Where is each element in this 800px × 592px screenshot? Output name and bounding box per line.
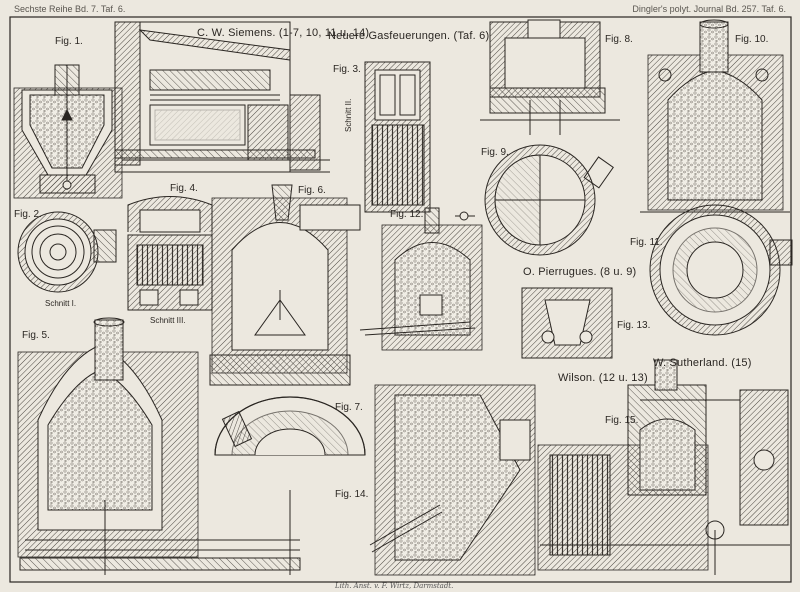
fig15-drawing [537, 359, 790, 575]
fig10-drawing [640, 19, 790, 213]
fig11-drawing [649, 204, 793, 336]
header-journal: Dingler's polyt. Journal Bd. 257. Taf. 6… [632, 4, 786, 14]
fig1-drawing [13, 64, 123, 199]
fig-label-13: Fig. 13. [617, 320, 651, 331]
fig5-drawing [17, 317, 301, 575]
fig-label-12: Fig. 12. [390, 209, 424, 220]
lithographer-credit: Lith. Anst. v. F. Wirtz, Darmstadt. [335, 582, 454, 590]
fig9-drawing [484, 144, 614, 256]
caption-schnitt-2: Schnitt II. [344, 98, 353, 132]
title-pierrugues: O. Pierrugues. (8 u. 9) [523, 266, 637, 278]
fig6-drawing [209, 184, 361, 386]
fig-label-3: Fig. 3. [333, 64, 361, 75]
header-series: Sechste Reihe Bd. 7. Taf. 6. [14, 4, 126, 14]
fig-label-10: Fig. 10. [735, 34, 769, 45]
fig12-drawing [359, 207, 483, 351]
title-sutherland: W. Sutherland. (15) [653, 357, 752, 369]
caption-schnitt-1: Schnitt I. [45, 299, 77, 308]
fig8-drawing [480, 19, 620, 135]
fig-label-15: Fig. 15. [605, 415, 639, 426]
fig-label-6: Fig. 6. [298, 185, 326, 196]
fig7-drawing [214, 396, 366, 456]
fig-label-4: Fig. 4. [170, 183, 198, 194]
title-main: Neuere Gasfeuerungen. (Taf. 6) [328, 30, 490, 42]
fig-label-2: Fig. 2. [14, 209, 42, 220]
fig-label-11: Fig. 11. [630, 237, 663, 248]
siemens-furnace-drawing [114, 21, 330, 173]
fig3-drawing [364, 61, 431, 213]
fig-label-14: Fig. 14. [335, 489, 369, 500]
title-siemens: C. W. Siemens. (1-7, 10, 11 u. 14) [197, 27, 370, 39]
fig-label-8: Fig. 8. [605, 34, 633, 45]
fig4-drawing [127, 196, 213, 311]
fig-label-7: Fig. 7. [335, 402, 363, 413]
fig14-drawing [369, 384, 536, 576]
fig2-drawing [17, 211, 117, 293]
fig-label-9: Fig. 9. [481, 147, 509, 158]
fig13-drawing [521, 287, 613, 359]
fig-label-1: Fig. 1. [55, 36, 83, 47]
title-wilson: Wilson. (12 u. 13) [558, 372, 648, 384]
fig-label-5: Fig. 5. [22, 330, 50, 341]
caption-schnitt-3: Schnitt III. [150, 316, 186, 325]
